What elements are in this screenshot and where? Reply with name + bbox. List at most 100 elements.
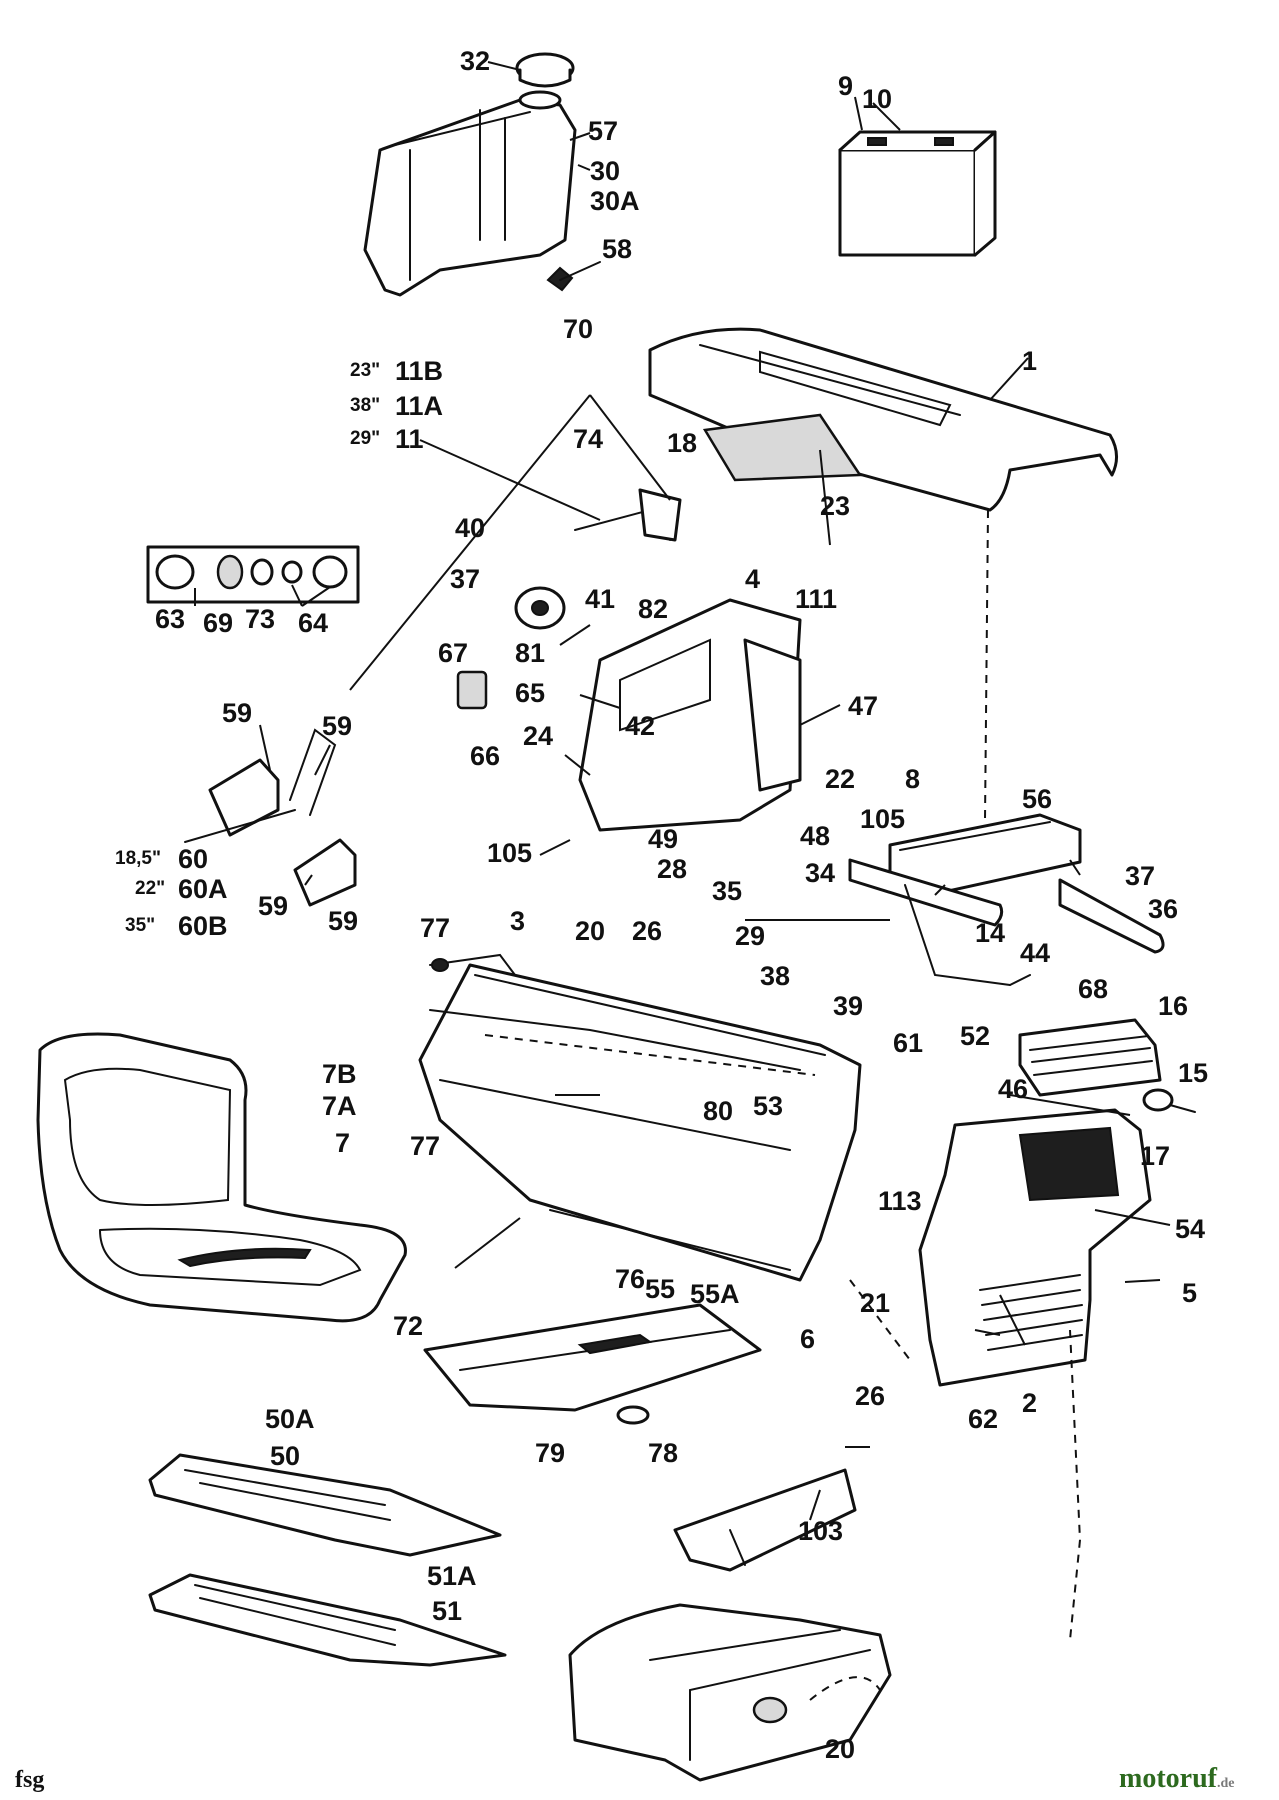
footer: fsg motoruf.de xyxy=(15,1763,1234,1794)
size-tag-18-5: 18,5" xyxy=(115,848,161,869)
callout-15: 15 xyxy=(1178,1058,1208,1088)
deck-size-tags: 23" 38" 29" 18,5" 22" 35" xyxy=(115,360,380,936)
headlight-part xyxy=(1142,1088,1196,1113)
callout-50A: 50A xyxy=(265,1404,315,1434)
callout-79: 79 xyxy=(535,1438,565,1468)
callout-69: 69 xyxy=(203,608,233,638)
callout-20-lower: 20 xyxy=(825,1734,855,1764)
callout-49: 49 xyxy=(648,824,678,854)
callout-35: 35 xyxy=(712,876,742,906)
callout-59-upper-right: 59 xyxy=(322,711,352,741)
callout-57: 57 xyxy=(588,116,618,146)
callout-7: 7 xyxy=(335,1128,350,1158)
callout-42: 42 xyxy=(625,711,655,741)
callout-50: 50 xyxy=(270,1441,300,1471)
callout-46: 46 xyxy=(998,1074,1028,1104)
seat-rail-part xyxy=(848,858,1165,986)
floor-plate-part xyxy=(423,1303,762,1425)
callout-60: 60 xyxy=(178,844,208,874)
callout-4: 4 xyxy=(745,564,760,594)
callout-30A: 30A xyxy=(590,186,640,216)
callout-23: 23 xyxy=(820,491,850,521)
callout-34: 34 xyxy=(805,858,835,888)
callout-14: 14 xyxy=(975,918,1005,948)
footer-left-mark: fsg xyxy=(15,1767,44,1793)
size-tag-22: 22" xyxy=(135,878,165,899)
callout-11B: 11B xyxy=(395,356,443,386)
fender-body-part xyxy=(418,963,862,1282)
callout-24: 24 xyxy=(523,721,553,751)
size-tag-35: 35" xyxy=(125,915,155,936)
callout-22: 22 xyxy=(825,764,855,794)
callout-44: 44 xyxy=(1020,938,1050,968)
callout-8: 8 xyxy=(905,764,920,794)
callout-51A: 51A xyxy=(427,1561,477,1591)
callout-105-right: 105 xyxy=(860,804,905,834)
callout-76: 76 xyxy=(615,1264,645,1294)
callout-17: 17 xyxy=(1140,1141,1170,1171)
callout-63: 63 xyxy=(155,604,185,634)
callout-3: 3 xyxy=(510,906,525,936)
brand-logo: motoruf.de xyxy=(1119,1763,1234,1794)
callout-37-dash: 37 xyxy=(450,564,480,594)
callout-72: 72 xyxy=(393,1311,423,1341)
callout-40: 40 xyxy=(455,513,485,543)
callout-9: 9 xyxy=(838,71,853,101)
callout-10: 10 xyxy=(862,84,892,114)
callout-51: 51 xyxy=(432,1596,462,1626)
callout-6: 6 xyxy=(800,1324,815,1354)
callout-64: 64 xyxy=(298,608,328,638)
callout-68: 68 xyxy=(1078,974,1108,1004)
callout-59-lower-left: 59 xyxy=(258,891,288,921)
callout-56: 56 xyxy=(1022,784,1052,814)
size-tag-23: 23" xyxy=(350,360,380,381)
callout-32: 32 xyxy=(460,46,490,76)
leader-lines xyxy=(194,61,1171,1521)
light-switch-part xyxy=(456,670,488,710)
lever-bracket-part xyxy=(184,728,357,907)
callout-113: 113 xyxy=(878,1186,922,1216)
callout-16: 16 xyxy=(1158,991,1188,1021)
frame-part xyxy=(568,1603,892,1782)
callout-18: 18 xyxy=(667,428,697,458)
callout-26-lower: 26 xyxy=(855,1381,885,1411)
switch-parts-box xyxy=(146,545,360,604)
callout-65: 65 xyxy=(515,678,545,708)
seat-part xyxy=(36,1032,407,1323)
callout-59-lower-right: 59 xyxy=(328,906,358,936)
callout-60A: 60A xyxy=(178,874,228,904)
callout-53: 53 xyxy=(753,1091,783,1121)
brand-logo-main: motoruf xyxy=(1119,1763,1218,1794)
tank-fitting-part xyxy=(546,261,601,292)
callout-61: 61 xyxy=(893,1028,923,1058)
callout-67: 67 xyxy=(438,638,468,668)
callout-103: 103 xyxy=(798,1516,843,1546)
callout-11A: 11A xyxy=(395,391,443,421)
callout-82: 82 xyxy=(638,594,668,624)
callout-7A: 7A xyxy=(322,1091,357,1121)
callout-48: 48 xyxy=(800,821,830,851)
ignition-switch-part xyxy=(514,586,566,630)
footrest-upper-part xyxy=(148,1453,502,1557)
callout-11: 11 xyxy=(395,424,424,454)
callout-70: 70 xyxy=(563,314,593,344)
callout-39: 39 xyxy=(833,991,863,1021)
callout-7B: 7B xyxy=(322,1059,357,1089)
battery-part xyxy=(838,130,997,257)
dashboard-panel-part xyxy=(578,598,802,832)
size-tag-38: 38" xyxy=(350,395,380,416)
callout-80: 80 xyxy=(703,1096,733,1126)
footrest-lower-part xyxy=(148,1573,507,1667)
callout-36: 36 xyxy=(1148,894,1178,924)
callout-28: 28 xyxy=(657,854,687,884)
callout-55A: 55A xyxy=(690,1279,740,1309)
assembly-lines xyxy=(484,509,1082,1701)
callout-labels: 32 9 10 57 30 30A 58 70 1 11B 11A 11 74 … xyxy=(155,46,1208,1764)
size-tag-29: 29" xyxy=(350,428,380,449)
fuel-tank-part xyxy=(363,90,577,297)
callout-66: 66 xyxy=(470,741,500,771)
pedal-cover-part xyxy=(673,1468,857,1572)
callout-52: 52 xyxy=(960,1021,990,1051)
